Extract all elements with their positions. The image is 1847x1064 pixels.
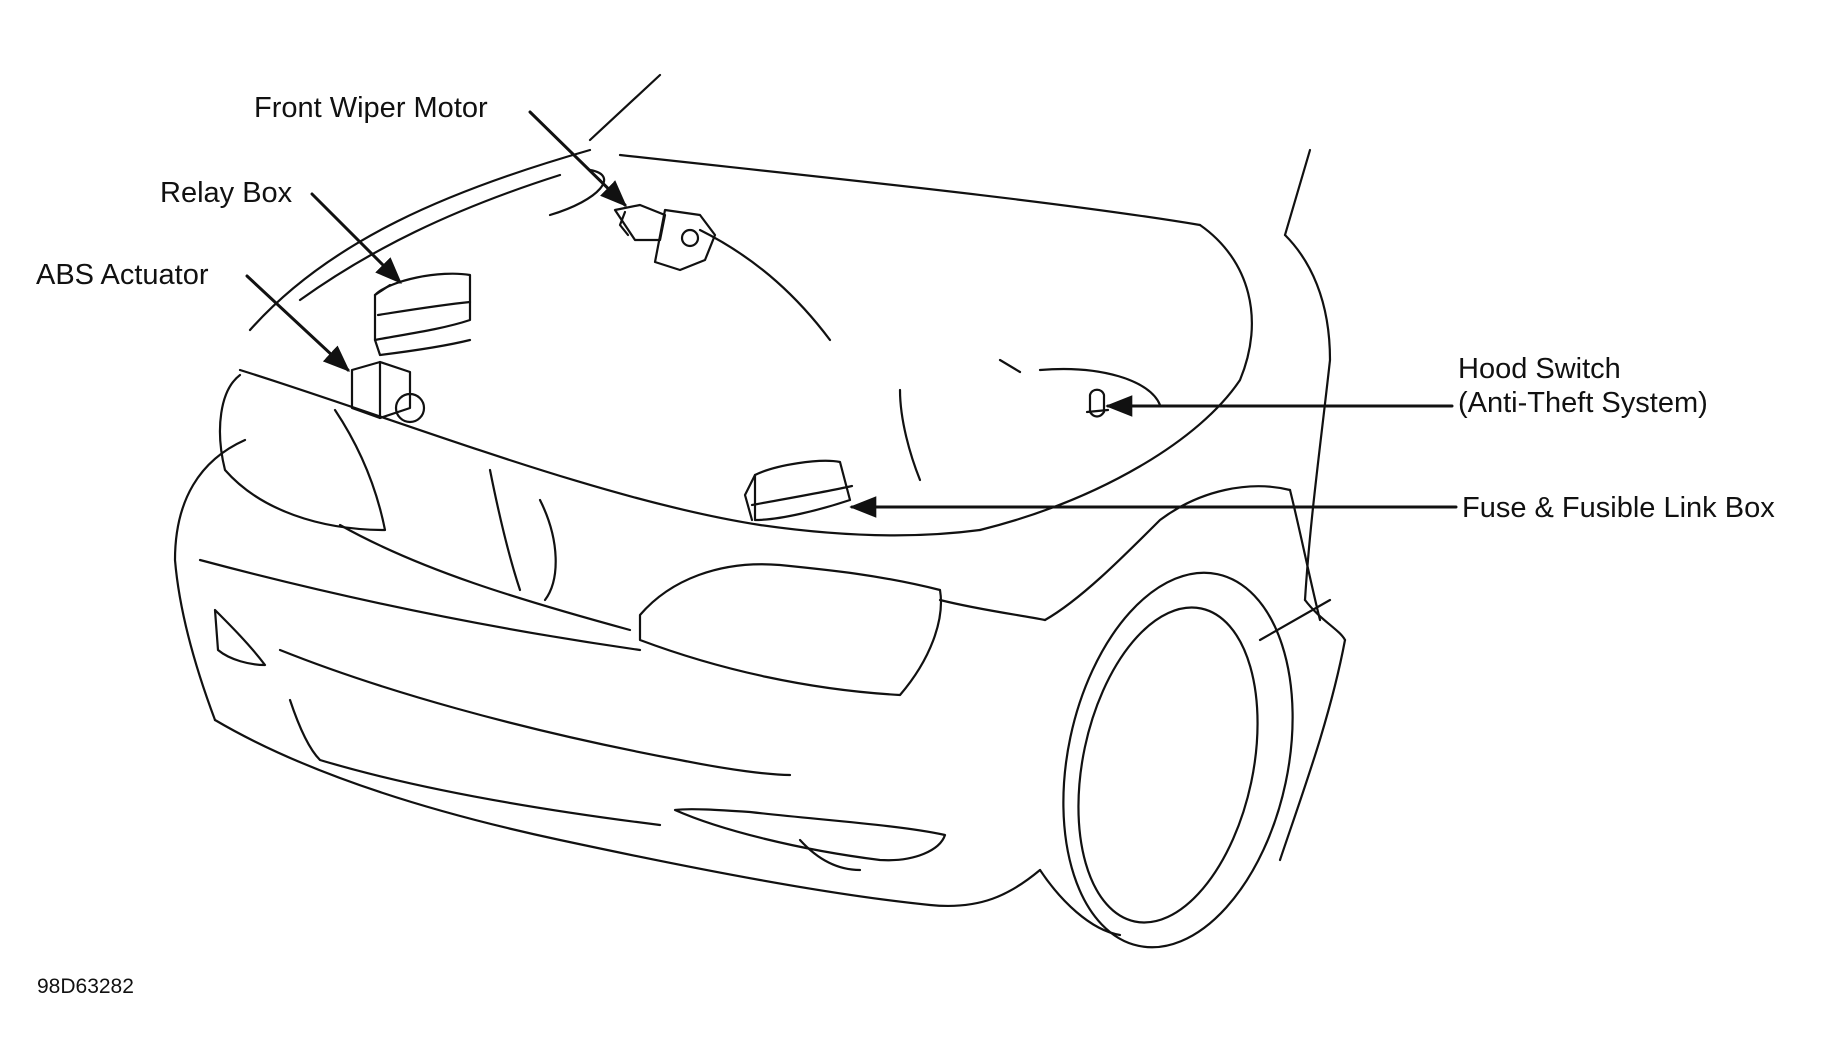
arrow-front-wiper-motor	[528, 110, 627, 207]
label-hood-switch-subtitle: (Anti-Theft System)	[1458, 387, 1708, 419]
figure-id: 98D63282	[37, 975, 134, 998]
abs-actuator-icon	[350, 360, 426, 424]
label-front-wiper-motor: Front Wiper Motor	[254, 92, 488, 124]
wiper-motor-icon	[613, 203, 717, 272]
label-fuse-box: Fuse & Fusible Link Box	[1462, 492, 1775, 524]
front-right-wheel	[1062, 571, 1294, 949]
label-hood-switch: Hood Switch	[1458, 353, 1621, 385]
label-relay-box: Relay Box	[160, 177, 293, 209]
arrow-relay-box	[310, 192, 402, 284]
leader-arrows	[245, 110, 1458, 518]
fuse-box-icon	[743, 459, 854, 522]
relay-box-icon	[373, 272, 472, 357]
arrow-abs-actuator	[245, 274, 350, 372]
label-abs-actuator: ABS Actuator	[36, 259, 209, 291]
car-body-outline	[173, 73, 1347, 937]
hood-switch-icon	[1085, 388, 1110, 418]
